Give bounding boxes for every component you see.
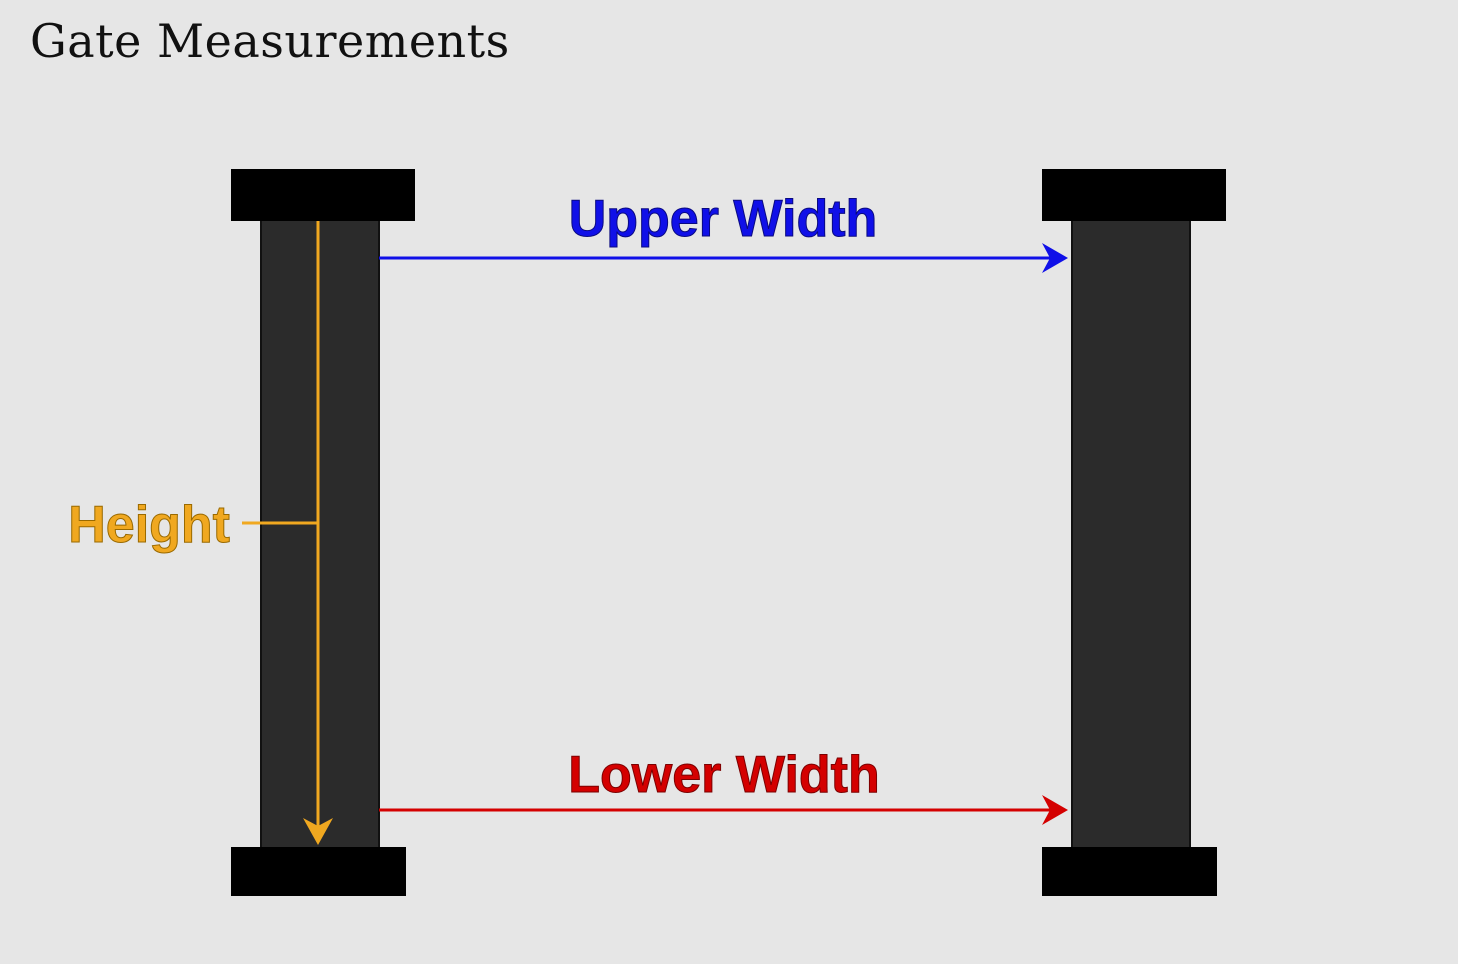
height-label: Height	[68, 496, 230, 554]
left-post-base	[231, 847, 406, 896]
right-post	[1042, 169, 1226, 896]
upper-width-arrow	[379, 243, 1068, 273]
left-post-cap	[231, 169, 415, 221]
left-post	[231, 169, 415, 896]
lower-width-arrow	[379, 795, 1068, 825]
page-title: Gate Measurements	[30, 14, 510, 68]
height-arrow	[242, 221, 333, 845]
left-post-shaft	[260, 218, 380, 850]
right-post-shaft	[1071, 218, 1191, 850]
lower-width-label: Lower Width	[568, 746, 880, 804]
upper-width-label: Upper Width	[569, 190, 878, 248]
right-post-cap	[1042, 169, 1226, 221]
right-post-base	[1042, 847, 1217, 896]
